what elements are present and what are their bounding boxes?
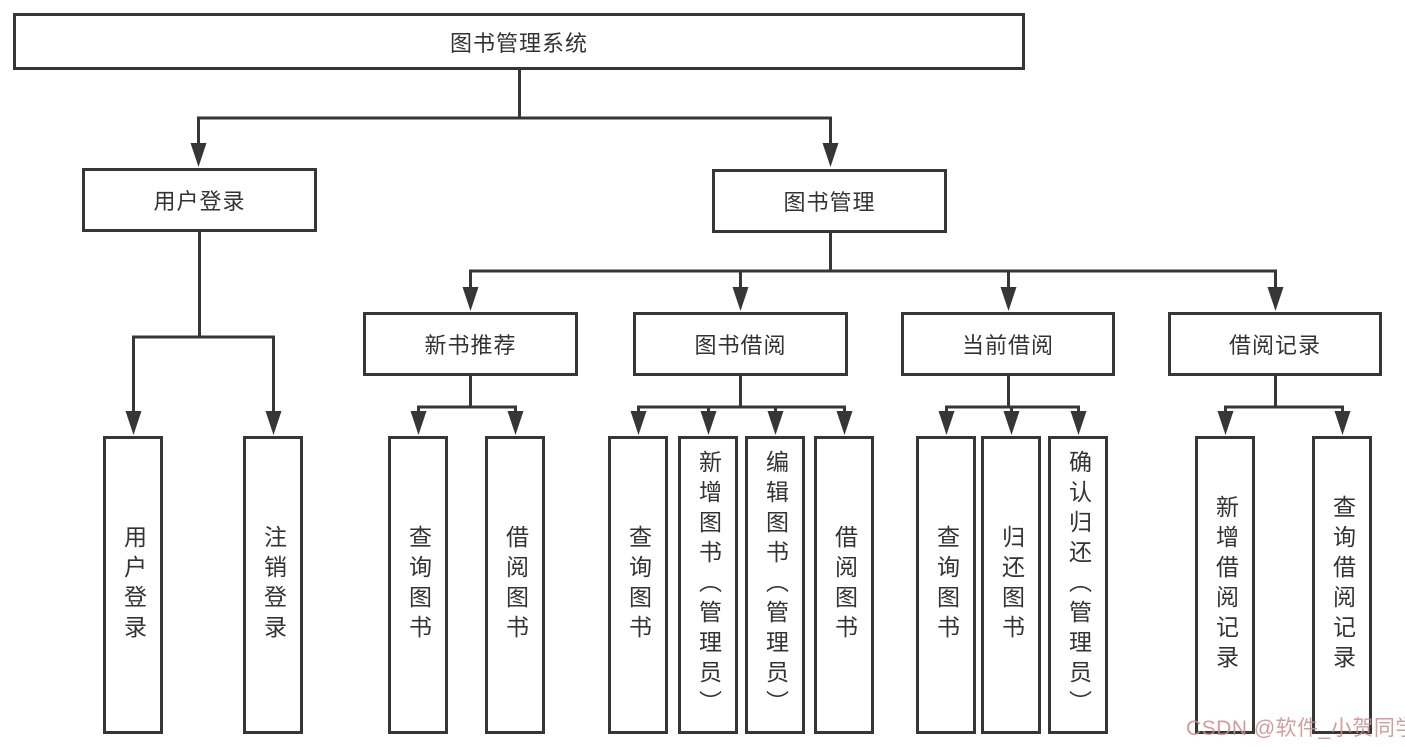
connector-user-login-children bbox=[125, 232, 282, 435]
leaf-borrow-add: 新增图书（管理员） bbox=[678, 436, 738, 734]
leaf-record-add-label: 新增借阅记录 bbox=[1212, 495, 1239, 675]
leaf-record-query-label: 查询借阅记录 bbox=[1329, 495, 1356, 675]
connector-root-to-level2 bbox=[190, 70, 839, 167]
node-user-login: 用户登录 bbox=[82, 168, 317, 232]
node-new-book-rec: 新书推荐 bbox=[363, 312, 578, 376]
node-root-label: 图书管理系统 bbox=[449, 30, 588, 56]
connector-new-book-children bbox=[410, 376, 524, 435]
leaf-borrow-query-label: 查询图书 bbox=[625, 525, 652, 645]
leaf-logout: 注销登录 bbox=[243, 436, 303, 734]
node-book-borrow-label: 图书借阅 bbox=[694, 333, 787, 358]
connector-book-mgmt-to-sections bbox=[462, 233, 1284, 311]
leaf-current-return-label: 归还图书 bbox=[998, 525, 1025, 645]
connector-record-children bbox=[1217, 376, 1351, 435]
leaf-borrow-add-label: 新增图书（管理员） bbox=[695, 450, 722, 720]
leaf-borrow-query: 查询图书 bbox=[608, 436, 668, 734]
leaf-newbook-query: 查询图书 bbox=[388, 436, 448, 734]
leaf-current-query: 查询图书 bbox=[916, 436, 976, 734]
leaf-borrow-edit: 编辑图书（管理员） bbox=[745, 436, 805, 734]
leaf-logout-label: 注销登录 bbox=[260, 525, 287, 645]
watermark: CSDN @软件_小贺同学 bbox=[1186, 717, 1405, 740]
connector-current-children bbox=[938, 376, 1087, 435]
leaf-record-query: 查询借阅记录 bbox=[1312, 436, 1372, 734]
leaf-borrow-borrow-label: 借阅图书 bbox=[831, 525, 858, 645]
leaf-user-login-label: 用户登录 bbox=[120, 525, 147, 645]
leaf-current-confirm-label: 确认归还（管理员） bbox=[1065, 450, 1092, 720]
node-book-borrow: 图书借阅 bbox=[633, 312, 848, 376]
connector-borrow-children bbox=[630, 376, 853, 435]
node-root: 图书管理系统 bbox=[13, 13, 1025, 70]
node-current-borrow: 当前借阅 bbox=[901, 312, 1115, 376]
leaf-current-confirm: 确认归还（管理员） bbox=[1048, 436, 1108, 734]
leaf-current-query-label: 查询图书 bbox=[933, 525, 960, 645]
leaf-user-login: 用户登录 bbox=[103, 436, 163, 734]
node-book-mgmt-label: 图书管理 bbox=[783, 190, 876, 215]
node-current-borrow-label: 当前借阅 bbox=[961, 333, 1054, 358]
leaf-newbook-borrow-label: 借阅图书 bbox=[502, 525, 529, 645]
node-user-login-label: 用户登录 bbox=[153, 189, 246, 214]
leaf-newbook-borrow: 借阅图书 bbox=[485, 436, 545, 734]
leaf-current-return: 归还图书 bbox=[981, 436, 1041, 734]
leaf-borrow-borrow: 借阅图书 bbox=[814, 436, 874, 734]
node-book-mgmt: 图书管理 bbox=[712, 169, 947, 233]
leaf-newbook-query-label: 查询图书 bbox=[405, 525, 432, 645]
node-new-book-rec-label: 新书推荐 bbox=[424, 333, 517, 358]
node-borrow-record-label: 借阅记录 bbox=[1228, 333, 1321, 358]
leaf-record-add: 新增借阅记录 bbox=[1195, 436, 1255, 734]
node-borrow-record: 借阅记录 bbox=[1168, 312, 1382, 376]
leaf-borrow-edit-label: 编辑图书（管理员） bbox=[762, 450, 789, 720]
